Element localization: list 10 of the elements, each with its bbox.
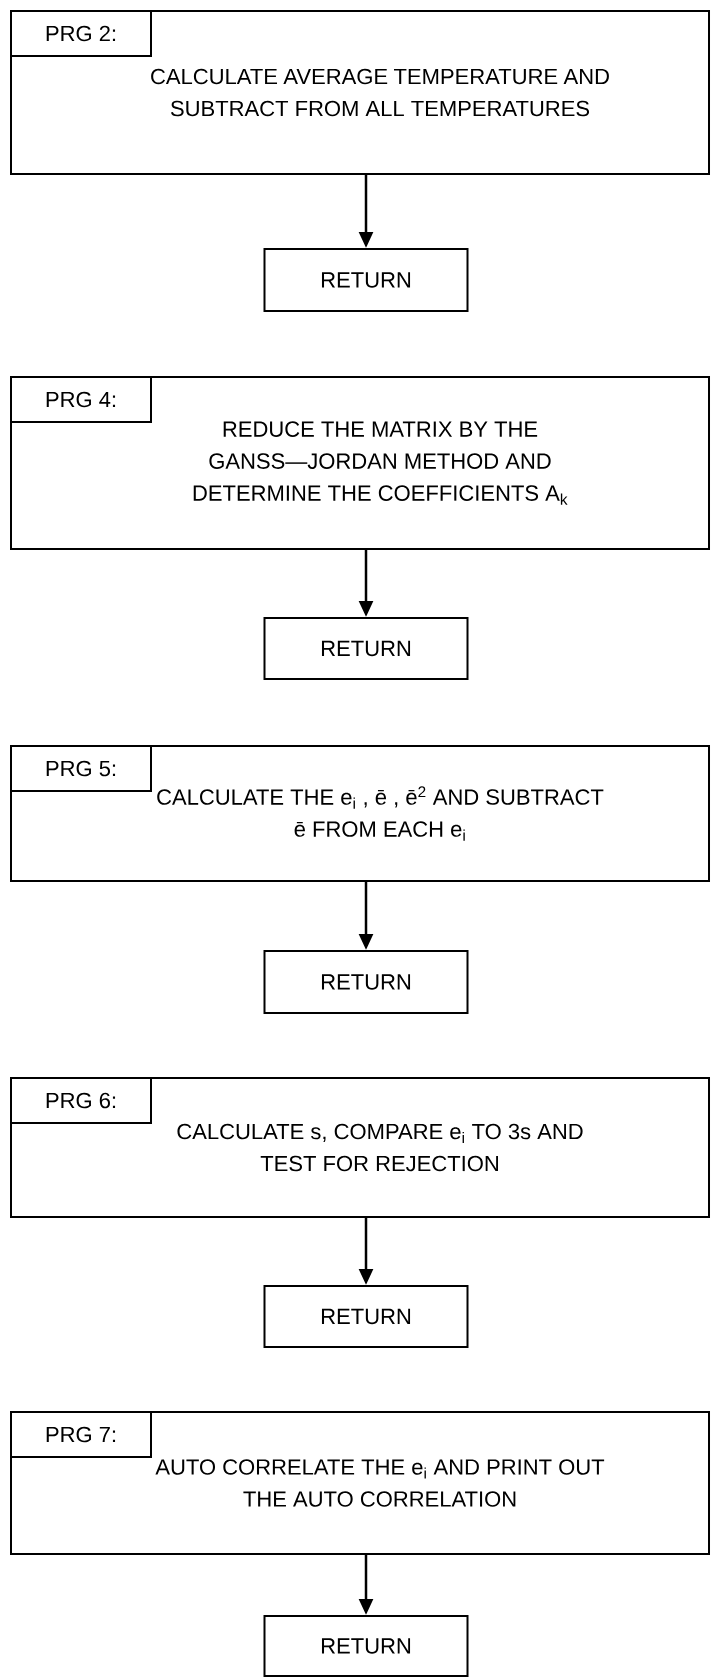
program-label-box: PRG 2: [10, 10, 152, 57]
return-box: RETURN [263, 1615, 469, 1677]
return-box: RETURN [263, 1285, 469, 1348]
program-label-box: PRG 7: [10, 1411, 152, 1458]
return-box: RETURN [263, 617, 469, 680]
return-box: RETURN [263, 950, 469, 1014]
return-box: RETURN [263, 248, 469, 312]
program-label-box: PRG 4: [10, 376, 152, 423]
program-label-box: PRG 5: [10, 745, 152, 792]
program-label-box: PRG 6: [10, 1077, 152, 1124]
